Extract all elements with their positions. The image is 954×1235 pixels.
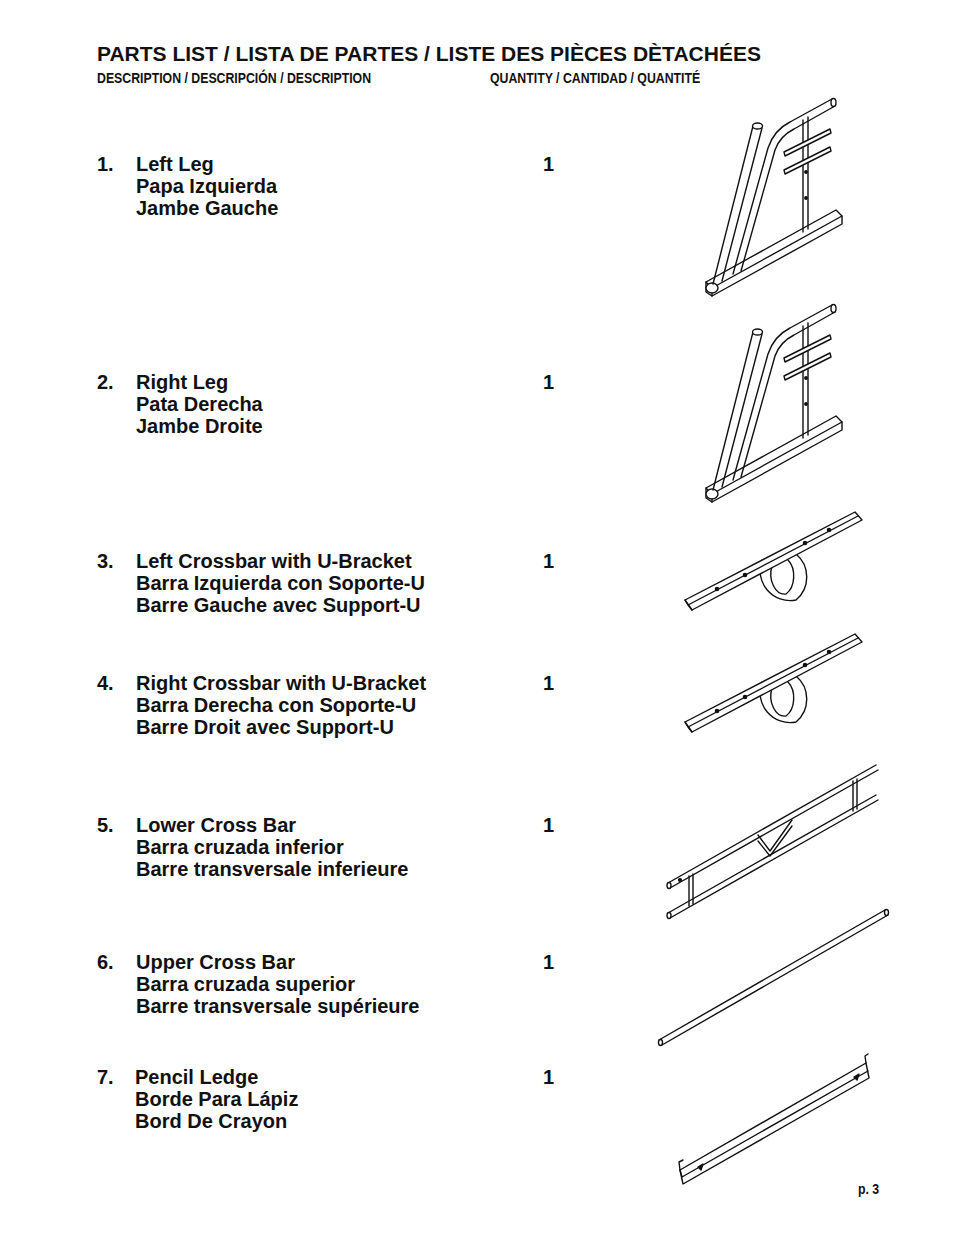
quantity: 1	[543, 952, 554, 972]
part-name: Left Crossbar with U-Bracket	[136, 551, 412, 571]
part-name-french: Jambe Droite	[136, 416, 263, 436]
item-number: 6.	[97, 952, 114, 972]
quantity: 1	[543, 673, 554, 693]
upper-cross-bar-drawing	[659, 910, 889, 1046]
quantity: 1	[543, 1067, 554, 1087]
quantity: 1	[543, 372, 554, 392]
item-number: 5.	[97, 815, 114, 835]
right-crossbar-drawing	[685, 634, 862, 732]
part-name: Right Crossbar with U-Bracket	[136, 673, 426, 693]
part-name-french: Barre Gauche avec Support-U	[136, 595, 421, 615]
part-name-spanish: Barra Izquierda con Soporte-U	[136, 573, 425, 593]
part-name: Lower Cross Bar	[136, 815, 296, 835]
lower-cross-bar-drawing	[667, 765, 878, 919]
part-name: Pencil Ledge	[135, 1067, 258, 1087]
page-title: PARTS LIST / LISTA DE PARTES / LISTE DES…	[97, 43, 761, 64]
item-number: 7.	[97, 1067, 114, 1087]
part-name-spanish: Barra cruzada inferior	[136, 837, 344, 857]
part-name-french: Bord De Crayon	[135, 1111, 287, 1131]
part-name: Upper Cross Bar	[136, 952, 295, 972]
item-number: 2.	[97, 372, 114, 392]
item-number: 1.	[97, 154, 114, 174]
quantity: 1	[543, 551, 554, 571]
item-number: 3.	[97, 551, 114, 571]
quantity: 1	[543, 815, 554, 835]
item-number: 4.	[97, 673, 114, 693]
left-crossbar-drawing	[685, 512, 862, 610]
part-name-spanish: Pata Derecha	[136, 394, 263, 414]
part-name-spanish: Barra cruzada superior	[136, 974, 355, 994]
part-name-french: Barre transversale inferieure	[136, 859, 408, 879]
part-name-french: Barre transversale supérieure	[136, 996, 420, 1016]
part-name-french: Barre Droit avec Support-U	[136, 717, 394, 737]
part-name: Right Leg	[136, 372, 228, 392]
column-header: QUANTITY / CANTIDAD / QUANTITÉ	[490, 70, 700, 85]
column-header: DESCRIPTION / DESCRIPCIÓN / DESCRIPTION	[97, 70, 371, 85]
page-number: p. 3	[858, 1181, 879, 1196]
part-name-spanish: Barra Derecha con Soporte-U	[136, 695, 416, 715]
right-leg-drawing	[706, 305, 842, 503]
pencil-ledge-drawing	[679, 1054, 869, 1184]
left-leg-drawing	[706, 99, 842, 297]
part-name-spanish: Borde Para Lápiz	[135, 1089, 298, 1109]
quantity: 1	[543, 154, 554, 174]
part-name-french: Jambe Gauche	[136, 198, 278, 218]
part-name-spanish: Papa Izquierda	[136, 176, 277, 196]
part-name: Left Leg	[136, 154, 214, 174]
